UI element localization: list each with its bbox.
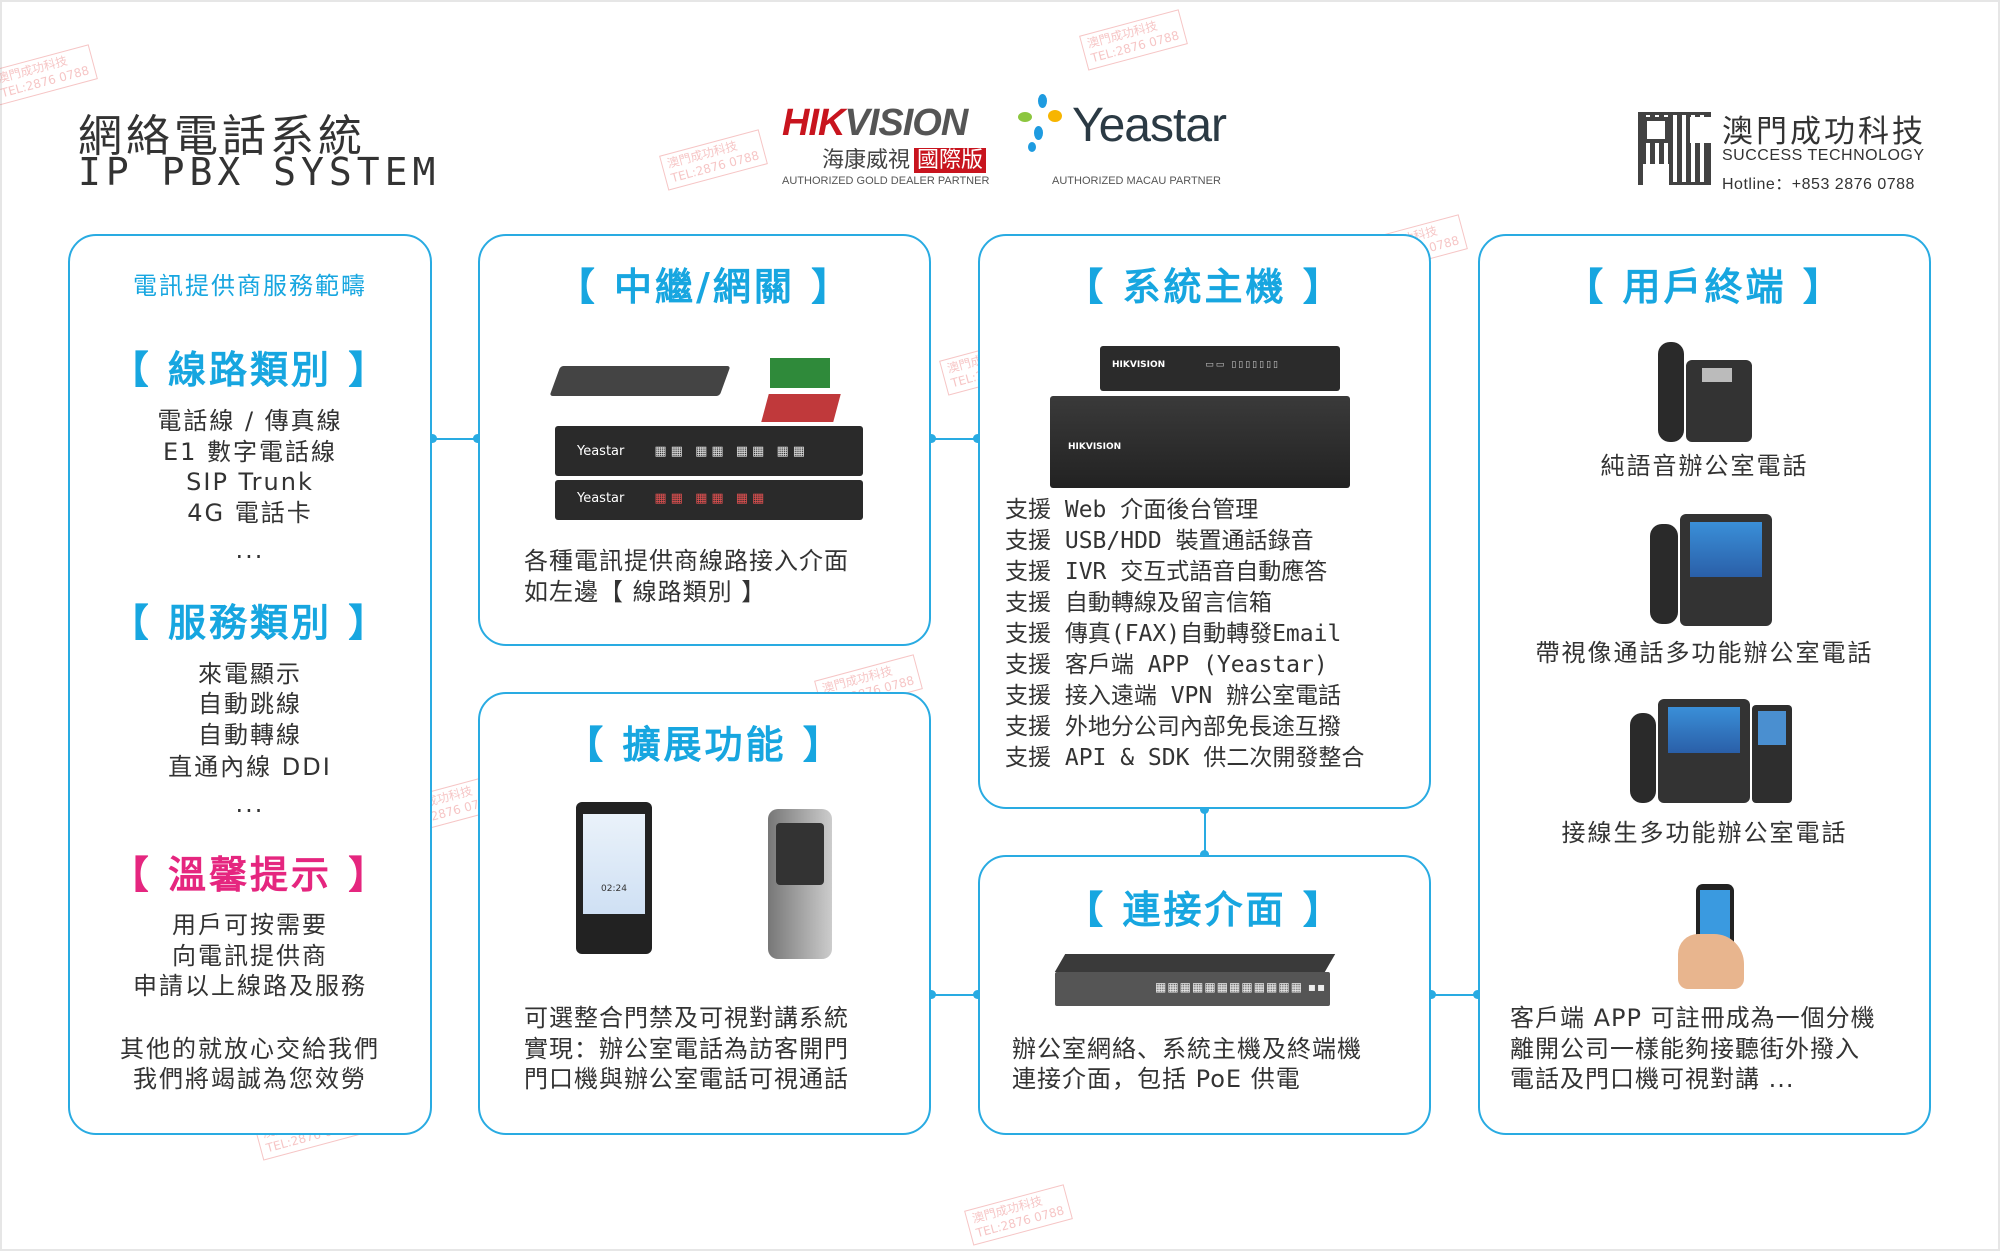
operator-phone-image — [1630, 699, 1792, 805]
hikvision-partner-caption: AUTHORIZED GOLD DEALER PARTNER — [782, 175, 990, 187]
list-item: 自動轉線 — [198, 721, 302, 749]
connector-dot — [1200, 850, 1209, 859]
list-item: 用戶可按需要 — [172, 911, 328, 939]
connector-line — [931, 994, 978, 996]
terminal-desc: 離開公司一樣能夠接聽街外撥入 — [1510, 1035, 1860, 1063]
gateway-board-image — [549, 366, 731, 396]
company-name-en: SUCCESS TECHNOLOGY — [1722, 147, 1925, 164]
closing-text: 其他的就放心交給我們 — [120, 1035, 380, 1063]
connector-line — [432, 438, 478, 440]
mobile-app-image — [1678, 884, 1744, 989]
trunk-desc: 各種電訊提供商線路接入介面 — [524, 547, 849, 575]
feature-item: 支援 API & SDK 供二次開發整合 — [1005, 745, 1365, 771]
connector-dot — [1473, 990, 1482, 999]
terminal-desc: 客戶端 APP 可註冊成為一個分機 — [1510, 1004, 1876, 1032]
yeastar-gateway-image: Yeastar▦▦ ▦▦ ▦▦ ▦▦ — [555, 426, 863, 476]
yeastar-logo-icon — [1018, 94, 1070, 152]
feature-item: 支援 自動轉線及留言信箱 — [1005, 590, 1272, 616]
terminal-item-label: 純語音辦公室電話 — [1600, 452, 1809, 480]
extension-desc: 門口機與辦公室電話可視通話 — [524, 1065, 849, 1093]
connector-dot — [973, 434, 982, 443]
company-name-zh: 澳門成功科技 — [1722, 114, 1926, 150]
tips-heading: 【 溫馨提示 】 — [110, 853, 390, 897]
provider-subtitle: 電訊提供商服務範疇 — [133, 272, 367, 300]
trunk-card-image — [761, 394, 841, 422]
list-item: 自動跳線 — [198, 690, 302, 718]
list-item: 4G 電話卡 — [187, 499, 313, 527]
yeastar-gateway-image: Yeastar▦▦ ▦▦ ▦▦ — [555, 480, 863, 520]
trunk-card-image — [770, 358, 830, 388]
connector-dot — [428, 434, 437, 443]
hikvision-zh-label: 海康威視國際版 — [822, 142, 987, 174]
trunk-gateway-card: 【 中繼/網關 】 Yeastar▦▦ ▦▦ ▦▦ ▦▦ Yeastar▦▦ ▦… — [478, 234, 931, 646]
connection-interface-card: 【 連接介面 】 ▦▦▦▦▦▦▦▦▦▦▦▦ ▪▪ 辦公室網絡、系統主機及終端機 … — [978, 855, 1431, 1135]
list-item: 直通內線 DDI — [168, 753, 332, 781]
connector-dot — [473, 434, 482, 443]
yeastar-logo: Yeastar — [1072, 99, 1227, 152]
hikvision-logo: HIKVISION — [782, 102, 968, 144]
user-terminal-card: 【 用戶終端 】 純語音辦公室電話 帶視像通話多功能辦公室電話 接線生多功能辦公… — [1478, 234, 1931, 1135]
system-host-card: 【 系統主機 】 HIKVISION▭▭ ▯▯▯▯▯▯▯ HIKVISION 支… — [978, 234, 1431, 809]
trunk-heading: 【 中繼/網關 】 — [556, 265, 853, 309]
terminal-desc: 電話及門口機可視對講 ... — [1510, 1065, 1795, 1093]
page-subtitle: IP PBX SYSTEM — [78, 150, 441, 194]
extension-heading: 【 擴展功能 】 — [565, 723, 844, 767]
feature-item: 支援 IVR 交互式語音自動應答 — [1005, 559, 1328, 585]
door-intercom-image — [768, 809, 832, 959]
host-heading: 【 系統主機 】 — [1065, 265, 1344, 309]
list-item: SIP Trunk — [186, 468, 314, 496]
services-heading: 【 服務類別 】 — [110, 601, 390, 645]
interface-heading: 【 連接介面 】 — [1065, 888, 1344, 932]
terminal-item-label: 接線生多功能辦公室電話 — [1561, 819, 1848, 847]
qr-code — [1638, 112, 1711, 185]
hikvision-pbx-image: HIKVISION — [1050, 396, 1350, 488]
extension-card: 【 擴展功能 】 02:24 可選整合門禁及可視對講系統 實現：辦公室電話為訪客… — [478, 692, 931, 1135]
lines-heading: 【 線路類別 】 — [110, 348, 390, 392]
feature-item: 支援 傳真(FAX)自動轉發Email — [1005, 621, 1342, 647]
closing-text: 我們將竭誠為您效勞 — [133, 1065, 367, 1093]
list-item: 電話線 / 傳真線 — [157, 407, 343, 435]
list-item: ... — [235, 790, 265, 818]
terminal-item-label: 帶視像通話多功能辦公室電話 — [1535, 639, 1874, 667]
yeastar-partner-caption: AUTHORIZED MACAU PARTNER — [1052, 175, 1221, 187]
extension-desc: 實現：辦公室電話為訪客開門 — [524, 1035, 849, 1063]
list-item: 申請以上線路及服務 — [133, 972, 367, 1000]
connector-dot — [1427, 990, 1436, 999]
list-item: 向電訊提供商 — [172, 942, 328, 970]
connector-dot — [927, 990, 936, 999]
list-item: ... — [235, 536, 265, 564]
company-hotline: Hotline：+853 2876 0788 — [1722, 176, 1915, 193]
poe-switch-image: ▦▦▦▦▦▦▦▦▦▦▦▦ ▪▪ — [1055, 972, 1330, 1006]
hikvision-pbx-image: HIKVISION▭▭ ▯▯▯▯▯▯▯ — [1100, 346, 1340, 391]
connector-dot — [1200, 805, 1209, 814]
list-item: E1 數字電話線 — [162, 438, 338, 466]
poe-switch-image — [1054, 954, 1336, 972]
connector-dot — [973, 990, 982, 999]
page-title: 網絡電話系統 — [78, 111, 366, 162]
feature-item: 支援 客戶端 APP (Yeastar) — [1005, 652, 1328, 678]
desk-phone-image — [1658, 342, 1754, 444]
face-recognition-terminal-image: 02:24 — [576, 802, 652, 954]
feature-item: 支援 接入遠端 VPN 辦公室電話 — [1005, 683, 1342, 709]
video-phone-image — [1650, 514, 1772, 629]
feature-item: 支援 USB/HDD 裝置通話錄音 — [1005, 528, 1314, 554]
feature-item: 支援 Web 介面後台管理 — [1005, 497, 1259, 523]
feature-item: 支援 外地分公司內部免長途互撥 — [1005, 714, 1341, 740]
interface-desc: 辦公室網絡、系統主機及終端機 — [1012, 1035, 1362, 1063]
trunk-desc: 如左邊【 線路類別 】 — [524, 578, 767, 606]
interface-desc: 連接介面，包括 PoE 供電 — [1012, 1065, 1301, 1093]
terminal-heading: 【 用戶終端 】 — [1565, 265, 1844, 309]
connector-line — [1431, 994, 1478, 996]
list-item: 來電顯示 — [198, 660, 302, 688]
provider-services-card: 電訊提供商服務範疇 【 線路類別 】 電話線 / 傳真線 E1 數字電話線 SI… — [68, 234, 432, 1135]
connector-dot — [927, 434, 936, 443]
extension-desc: 可選整合門禁及可視對講系統 — [524, 1004, 849, 1032]
connector-line — [931, 438, 978, 440]
connector-line — [1204, 809, 1206, 855]
